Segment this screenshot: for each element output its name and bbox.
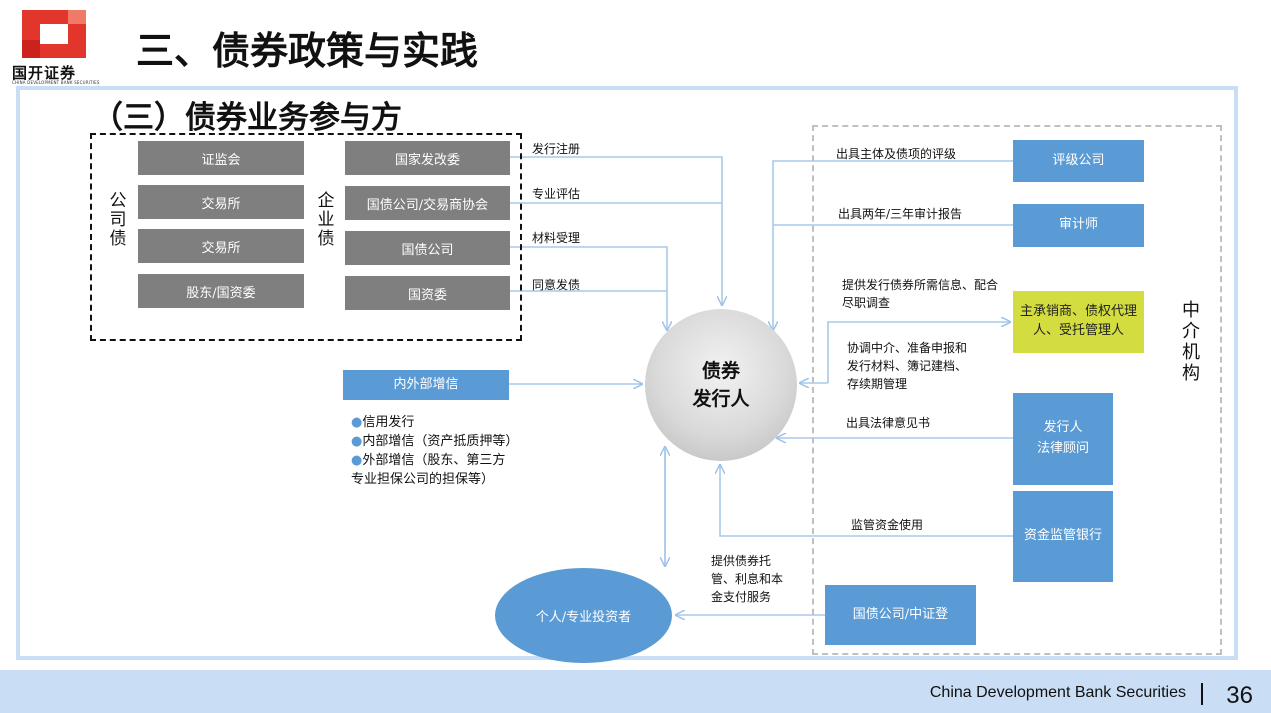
intermediary-group	[812, 125, 1222, 655]
box-auditor: 审计师	[1013, 204, 1144, 247]
box-exchange-1: 交易所	[138, 185, 304, 219]
flow-line-accept	[510, 246, 667, 330]
bullet-dot-icon: ●	[351, 415, 363, 430]
bond-issuer-node: 债券 发行人	[645, 309, 797, 461]
box-shareholder-sasac: 股东/国资委	[138, 274, 304, 308]
box-csrc: 证监会	[138, 141, 304, 175]
credit-bullets: ●信用发行 ●内部增信（资产抵质押等） ●外部增信（股东、第三方 专业担保公司的…	[351, 413, 518, 489]
box-underwriter: 主承销商、债权代理人、受托管理人	[1013, 291, 1144, 353]
box-depository: 国债公司/中证登	[825, 585, 976, 645]
label-approve: 同意发债	[532, 278, 581, 292]
box-exchange-2: 交易所	[138, 229, 304, 263]
enterprise-bond-label: 企 业 债	[317, 191, 335, 249]
issuer-line-2: 发行人	[692, 388, 750, 410]
flow-line-bank	[720, 465, 1013, 537]
label-bank: 监管资金使用	[851, 518, 924, 532]
label-counsel: 出具法律意见书	[846, 416, 931, 430]
counsel-line-2: 法律顾问	[1036, 441, 1089, 456]
logo-mark-icon	[22, 10, 86, 58]
box-ndrc: 国家发改委	[345, 141, 510, 175]
content-frame	[16, 86, 1238, 660]
company-bond-label: 公 司 债	[109, 191, 127, 249]
box-credit-enhancement: 内外部增信	[343, 370, 509, 400]
box-supervising-bank: 资金监管银行	[1013, 491, 1113, 582]
footer-company: China Development Bank Securities	[929, 684, 1186, 701]
label-accept: 材料受理	[532, 231, 581, 245]
logo-text: 国开证券	[12, 64, 77, 82]
footer-separator	[1201, 683, 1203, 705]
bullet-item: ●信用发行	[351, 415, 415, 430]
label-underwriter-in: 协调中介、准备申报和发行材料、簿记建档、存续期管理	[847, 341, 968, 391]
box-cgdc-nafmii: 国债公司/交易商协会	[345, 186, 510, 220]
footer-bar	[0, 670, 1271, 713]
investor-node: 个人/专业投资者	[495, 568, 672, 663]
box-issuer-counsel: 发行人 法律顾问	[1013, 393, 1113, 485]
page-title: 三、债券政策与实践	[136, 29, 479, 73]
box-cgdc: 国债公司	[345, 231, 510, 265]
label-custody: 提供债券托管、利息和本金支付服务	[711, 554, 784, 604]
label-assess: 专业评估	[532, 187, 581, 201]
box-sasac: 国资委	[345, 276, 510, 310]
logo-subtext: CHINA DEVELOPMENT BANK SECURITIES	[12, 80, 100, 85]
bullet-dot-icon: ●	[351, 434, 363, 449]
label-rating: 出具主体及债项的评级	[836, 147, 957, 161]
page-number: 36	[1226, 682, 1253, 709]
label-register: 发行注册	[532, 142, 581, 156]
intermediary-label: 中 介 机 构	[1182, 300, 1200, 384]
issuer-line-1: 债券	[701, 360, 740, 382]
flow-line-underwriter-out	[827, 322, 1010, 383]
section-subtitle: （三）债券业务参与方	[92, 100, 402, 136]
label-underwriter-out: 提供发行债券所需信息、配合尽职调查	[842, 278, 999, 310]
flow-line-register	[510, 156, 722, 305]
bullet-item-cont: 专业担保公司的担保等）	[351, 472, 495, 487]
label-auditor: 出具两年/三年审计报告	[838, 207, 963, 221]
counsel-line-1: 发行人	[1043, 420, 1083, 436]
flow-line-rating	[773, 160, 1013, 330]
box-rating-agency: 评级公司	[1013, 140, 1144, 182]
bullet-dot-icon: ●	[351, 453, 363, 468]
regulator-group	[90, 133, 522, 341]
bullet-item: ●外部增信（股东、第三方	[351, 453, 506, 468]
bullet-item: ●内部增信（资产抵质押等）	[351, 434, 519, 449]
